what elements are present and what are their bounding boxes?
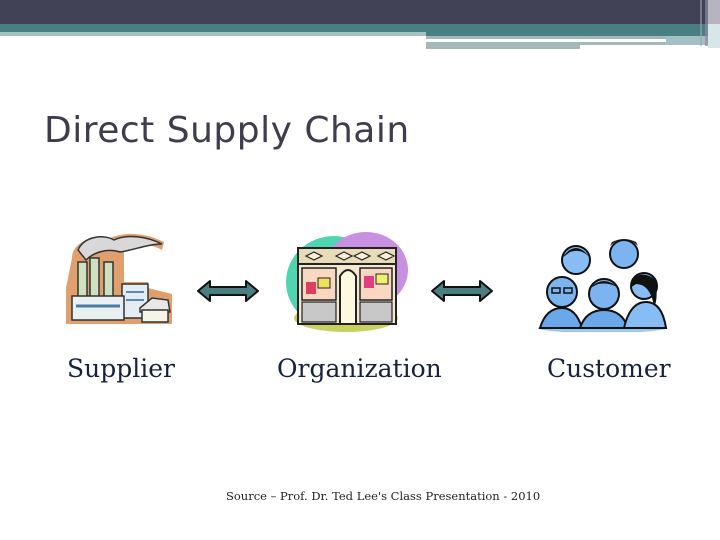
node-label-customer: Customer <box>547 354 671 383</box>
people-group-icon <box>536 232 668 333</box>
header-teal-band-right <box>426 32 720 36</box>
header-vertical-stripe <box>700 0 702 46</box>
bookstore-icon <box>284 230 410 334</box>
header-vertical-stripe <box>708 24 720 48</box>
node-label-organization: Organization <box>277 354 442 383</box>
source-citation: Source – Prof. Dr. Ted Lee's Class Prese… <box>226 489 541 503</box>
factory-icon <box>64 228 176 328</box>
header-light-strip <box>0 32 426 36</box>
header-gray-strip <box>426 45 580 49</box>
node-label-supplier: Supplier <box>67 354 175 383</box>
slide-title: Direct Supply Chain <box>44 110 410 151</box>
header-vertical-stripe <box>708 0 720 24</box>
header-gray-strip <box>666 36 720 45</box>
header-dark-band <box>0 0 720 24</box>
double-arrow-icon <box>430 278 494 304</box>
header-vertical-stripe <box>705 0 708 46</box>
header-gray-strip <box>426 36 666 39</box>
header-teal-band <box>0 24 720 32</box>
double-arrow-icon <box>196 278 260 304</box>
header-gray-strip <box>426 42 666 45</box>
